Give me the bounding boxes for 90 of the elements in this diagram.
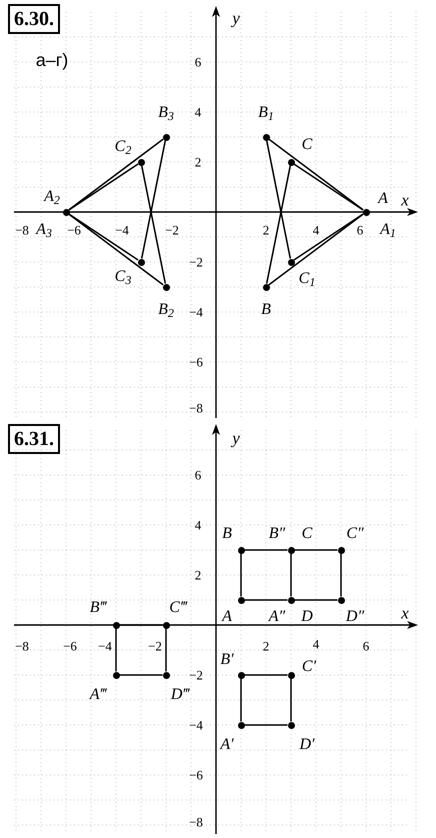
point-label: A$_{3}$ [36, 222, 52, 238]
tick-label: −8 [189, 816, 203, 828]
triangle-side [244, 724, 288, 726]
triangle-side [294, 163, 364, 211]
problem-number: 6.30. [8, 4, 60, 34]
axis-label: x [401, 192, 409, 208]
tick-label: 4 [312, 224, 320, 236]
tick-label: −4 [189, 306, 203, 318]
triangle-side [340, 554, 342, 596]
point-label: A [222, 609, 232, 625]
triangle-side [244, 674, 288, 676]
point-label: C [302, 526, 312, 542]
triangle-side [165, 628, 167, 672]
triangle-side [244, 599, 288, 601]
triangle-side [290, 678, 292, 722]
triangle-side [68, 214, 164, 286]
tick-label: −8 [15, 224, 29, 236]
point-label: C′ [302, 659, 316, 675]
triangle-side [68, 213, 138, 261]
point-label: B$_{1}$ [258, 105, 274, 121]
point-label: D″ [346, 609, 364, 625]
triangle-side [140, 165, 166, 284]
point-label: A′ [220, 737, 234, 753]
tick-label: −4 [98, 640, 112, 652]
tick-label: 6 [356, 224, 364, 236]
point-label: B′ [220, 652, 234, 668]
point-label: C$_{1}$ [298, 271, 316, 287]
point-label: A$_{2}$ [44, 189, 60, 205]
point-label: A [378, 191, 388, 207]
tick-label: −4 [189, 718, 203, 732]
point-label: B‴ [90, 600, 106, 616]
tick-label: 2 [262, 224, 270, 236]
point-label: A$_{1}$ [380, 222, 396, 238]
triangle-side [140, 140, 166, 259]
point-label: B$_{3}$ [158, 105, 174, 121]
triangle-side [240, 678, 242, 722]
triangle-side [266, 140, 292, 259]
axis-label: y [232, 430, 240, 446]
triangle-side [240, 554, 242, 596]
axis-label: y [232, 10, 240, 26]
point-label: A‴ [90, 687, 106, 703]
tick-label: −2 [165, 224, 179, 236]
tick-label: −8 [15, 640, 29, 652]
triangle-side [68, 163, 138, 211]
tick-label: −6 [189, 356, 203, 368]
tick-label: 2 [194, 568, 202, 582]
triangle-side [294, 599, 338, 601]
tick-label: 6 [194, 56, 202, 68]
triangle-side [266, 165, 292, 284]
point-label: C″ [346, 526, 364, 542]
problem-number: 6.31. [8, 424, 60, 454]
point-label: B [261, 302, 271, 318]
point-label: B$_{2}$ [158, 302, 174, 318]
triangle-side [68, 138, 164, 210]
triangle-side [294, 213, 364, 261]
point-label: C‴ [169, 600, 187, 616]
point-label: B [222, 526, 232, 542]
tick-label: −6 [189, 768, 203, 782]
triangle-side [294, 549, 338, 551]
axis-label: x [401, 604, 409, 622]
tick-label: 2 [262, 640, 270, 652]
tick-label: 4 [194, 518, 202, 532]
tick-label: −6 [67, 224, 81, 236]
point-label: A″ [268, 609, 286, 625]
triangle-side [115, 628, 117, 672]
point-label: C$_{3}$ [114, 269, 132, 285]
point-label: D‴ [170, 687, 190, 703]
part-label: а–г) [36, 51, 68, 69]
tick-label: −6 [63, 640, 77, 652]
tick-label: −2 [148, 640, 162, 652]
point-label: D [301, 609, 313, 625]
triangle-side [290, 554, 292, 596]
point-label: C$_{2}$ [114, 139, 132, 155]
triangle-side [120, 674, 162, 676]
tick-label: 2 [194, 156, 202, 168]
point-label: C [302, 137, 312, 153]
tick-label: 4 [312, 638, 320, 650]
tick-label: 6 [194, 468, 202, 482]
point-label: B″ [268, 526, 286, 542]
tick-label: −4 [115, 224, 129, 236]
tick-label: −2 [189, 256, 203, 268]
triangle-side [268, 138, 364, 210]
tick-label: −2 [189, 668, 203, 682]
triangle-side [120, 624, 162, 626]
tick-label: −8 [189, 402, 203, 414]
tick-label: 6 [362, 640, 370, 652]
point-label: D′ [299, 737, 315, 753]
triangle-side [268, 214, 364, 286]
triangle-side [244, 549, 288, 551]
tick-label: 4 [194, 106, 202, 118]
